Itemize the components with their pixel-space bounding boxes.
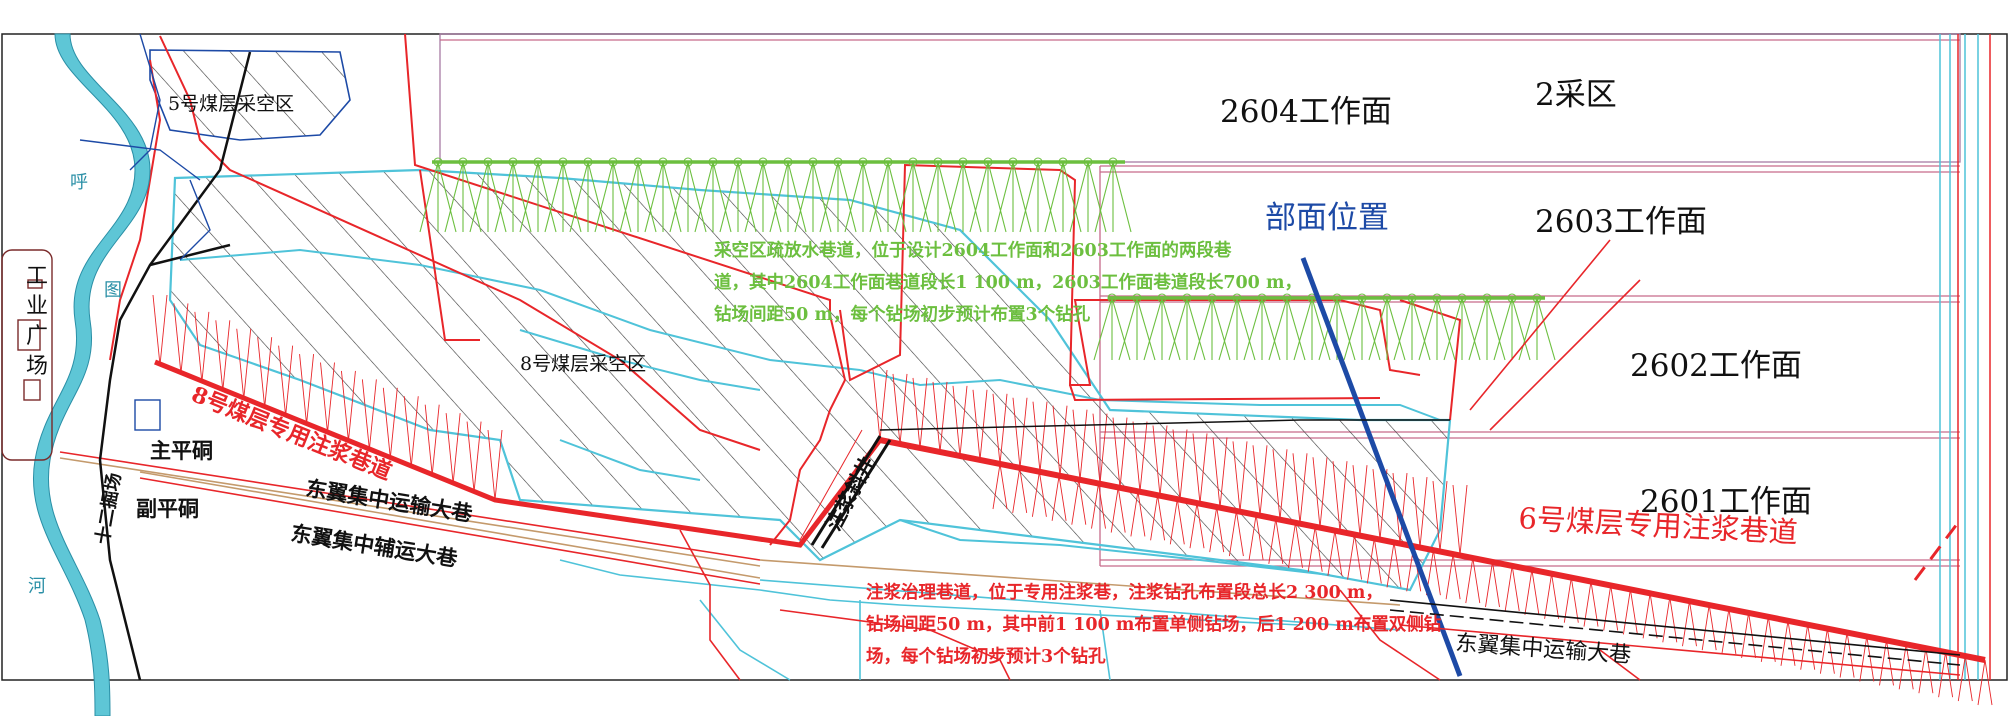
goaf-8-hatched-area (168, 168, 1452, 592)
label-aux-adit: 副平硐 (136, 496, 199, 521)
goaf-5-area (149, 49, 351, 141)
lower-red-paths (679, 529, 1641, 681)
label-river-2: 图 (104, 280, 122, 301)
label-face-2603: 2603工作面 (1535, 204, 1707, 240)
label-river-1: 呼 (70, 172, 88, 193)
river (33, 33, 151, 716)
grout-roadway-8 (154, 359, 882, 548)
section-line (1300, 257, 1463, 677)
industrial-site (1, 249, 53, 461)
note-green-line-2: 道，其中2604工作面巷道段长1 100 m，2603工作面巷道段长700 m， (714, 272, 1302, 293)
label-main-adit: 主平硐 (150, 438, 213, 463)
left-black-lines (98, 51, 252, 681)
right-diagonal-red-2 (1489, 279, 1641, 431)
east-main-roadways (59, 451, 1961, 676)
left-blue-structures (79, 33, 211, 431)
label-east-transport-right: 东翼集中运输大巷 (1455, 631, 1632, 668)
label-dig: 十二掘场 (91, 471, 125, 546)
label-goaf-5: 5号煤层采空区 (168, 93, 294, 115)
label-industrial-3: 广 (26, 324, 48, 349)
lower-cyan-roadways (559, 559, 1301, 681)
label-river-3: 河 (28, 576, 46, 597)
label-industrial-4: 场 (26, 354, 48, 379)
right-diagonal-red (1469, 239, 1611, 411)
label-face-2602: 2602工作面 (1630, 348, 1802, 384)
note-green-line-3: 钻场间距50 m，每个钻场初步预计布置3个钻孔 (714, 304, 1091, 325)
right-edge-red (1957, 34, 1991, 680)
label-face-2604: 2604工作面 (1220, 94, 1392, 130)
note-red-line-3: 场，每个钻场初步预计3个钻孔 (866, 646, 1106, 667)
label-section-position: 部面位置 (1265, 200, 1389, 236)
connector-black (879, 419, 1450, 431)
right-dash-red (1913, 519, 1962, 581)
label-face-2601: 2601工作面 (1640, 484, 1812, 520)
red-grout-boreholes (152, 294, 1993, 706)
note-green-line-1: 采空区疏放水巷道，位于设计2604工作面和2603工作面的两段巷 (713, 240, 1232, 261)
note-red-line-1: 注浆治理巷道，位于专用注浆巷，注浆钻孔布置段总长2 300 m， (866, 582, 1383, 603)
label-goaf-8: 8号煤层采空区 (520, 353, 646, 375)
grout-roadway-6 (879, 437, 1986, 663)
green-boreholes (419, 157, 1556, 361)
right-boundary-roadways (1939, 34, 1979, 680)
label-industrial-2: 业 (26, 294, 48, 319)
inclined-shaft (799, 429, 892, 549)
note-red-line-2: 钻场间距50 m，其中前1 100 m布置单侧钻场，后1 200 m布置双侧钻 (866, 614, 1442, 635)
label-mining-area-2: 2采区 (1535, 77, 1617, 113)
label-industrial-1: 工 (26, 264, 48, 289)
